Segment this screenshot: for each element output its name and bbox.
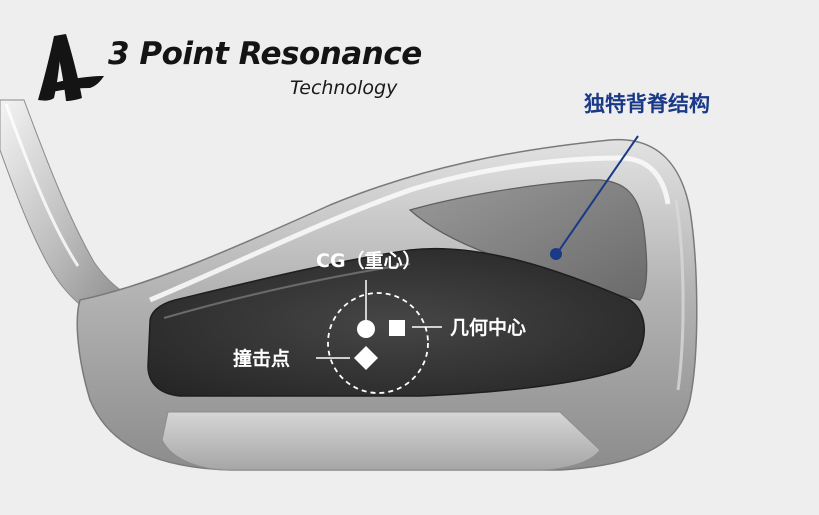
- back-ridge-callout: 独特背脊结构: [584, 92, 710, 116]
- cg-label: CG（重心）: [316, 250, 422, 272]
- brand-logo-text: 3 Point Resonance: [108, 36, 422, 72]
- geometric-center-label: 几何中心: [450, 317, 527, 339]
- impact-point-label: 撞击点: [233, 348, 291, 370]
- brand-logo-subtitle: Technology: [290, 77, 398, 99]
